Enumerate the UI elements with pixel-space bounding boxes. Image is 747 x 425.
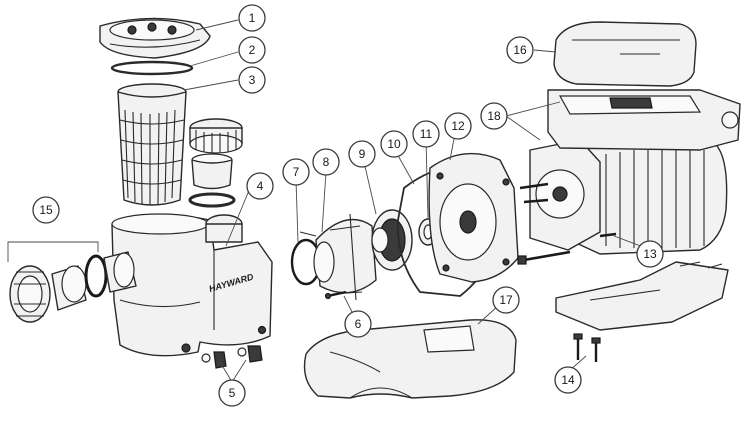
diffuser (299, 213, 377, 301)
tailpiece-upper (191, 153, 233, 190)
callout-17: 17 (492, 286, 520, 314)
union-o-ring-upper (188, 192, 236, 208)
callout-12: 12 (444, 112, 472, 140)
callout-3-label: 3 (249, 73, 256, 87)
callout-15-label: 15 (39, 203, 53, 217)
callout-10-label: 10 (387, 137, 401, 151)
drive-cover (553, 21, 697, 87)
callout-11: 11 (412, 120, 440, 148)
callout-15: 15 (32, 196, 60, 224)
drive-enclosure (547, 89, 741, 151)
callout-16: 16 (506, 36, 534, 64)
motor-base (555, 261, 729, 331)
callout-1-label: 1 (249, 11, 256, 25)
union-nut-upper (189, 118, 243, 154)
lid-o-ring (110, 60, 194, 76)
callout-13-label: 13 (643, 247, 657, 261)
callout-11-label: 11 (420, 127, 433, 141)
callout-4-label: 4 (257, 179, 264, 193)
base-screws (573, 333, 601, 362)
leader-lines (183, 19, 647, 383)
union-fittings (7, 241, 137, 323)
callout-5-label: 5 (229, 386, 236, 400)
callout-6: 6 (344, 310, 372, 338)
callout-10: 10 (380, 130, 408, 158)
callout-9-label: 9 (359, 147, 366, 161)
callout-5: 5 (218, 379, 246, 407)
motor-bolts (517, 232, 617, 265)
callout-16-label: 16 (513, 43, 527, 57)
impeller (371, 209, 413, 271)
callout-8: 8 (312, 148, 340, 176)
strainer-lid (99, 17, 211, 59)
callout-2: 2 (238, 36, 266, 64)
motor (519, 139, 728, 255)
callout-17-label: 17 (499, 293, 513, 307)
diffuser-screws (324, 290, 347, 300)
callout-12-label: 12 (451, 119, 465, 133)
callout-6-label: 6 (355, 317, 362, 331)
drain-plugs (201, 345, 263, 369)
seal-plate (428, 152, 519, 283)
callout-3: 3 (238, 66, 266, 94)
callout-8-label: 8 (323, 155, 330, 169)
callout-13: 13 (636, 240, 664, 268)
callout-9: 9 (348, 140, 376, 168)
callout-1: 1 (238, 4, 266, 32)
callout-2-label: 2 (249, 43, 256, 57)
callout-18-label: 18 (487, 109, 501, 123)
callout-18: 18 (480, 102, 508, 130)
pump-base (303, 319, 517, 399)
callout-14-label: 14 (561, 373, 575, 387)
callout-14: 14 (554, 366, 582, 394)
callout-7: 7 (282, 158, 310, 186)
callout-4: 4 (246, 172, 274, 200)
callout-7-label: 7 (293, 165, 300, 179)
strainer-basket (117, 83, 187, 206)
